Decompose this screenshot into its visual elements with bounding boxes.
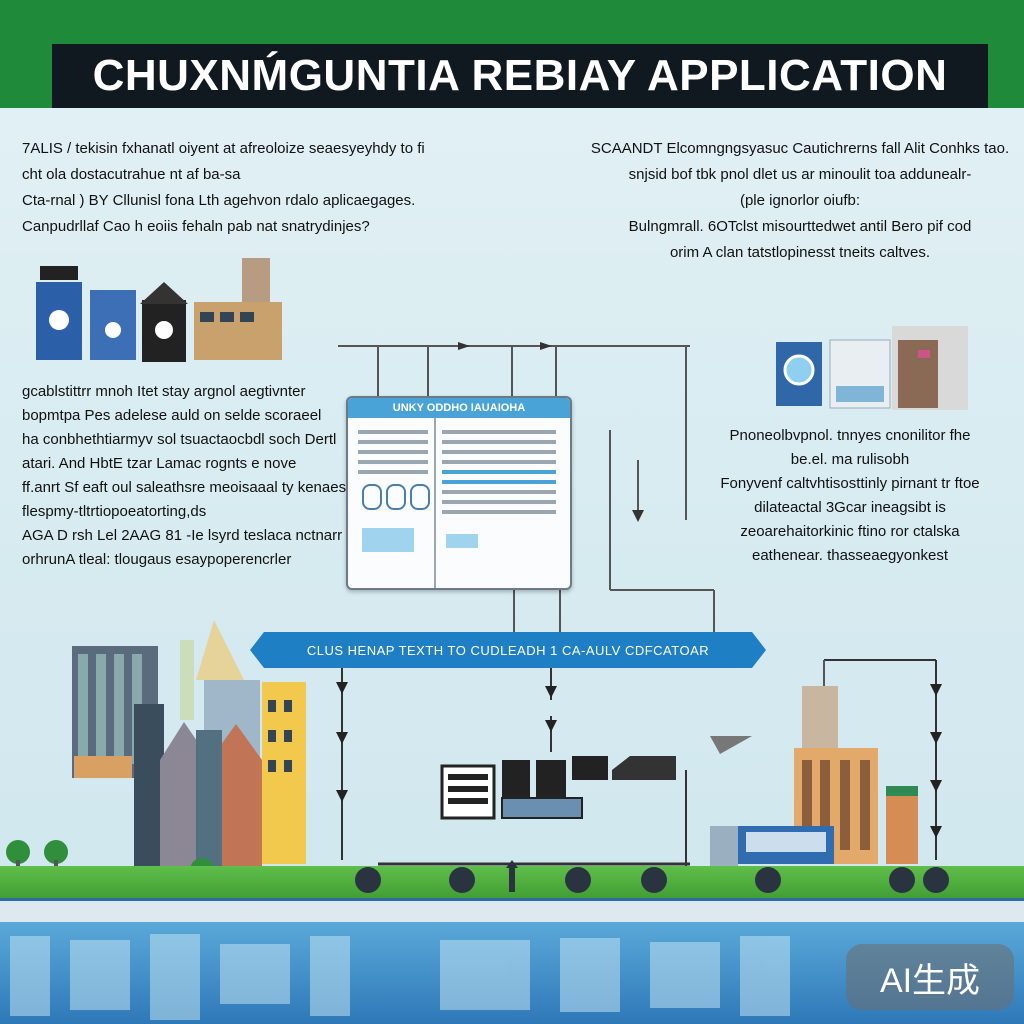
doc-line (442, 510, 556, 514)
text-line: orim A clan tatstlopinesst tneits caltve… (669, 244, 931, 261)
doc-line (358, 440, 428, 444)
page-title: CHUXNḾGUNTIA REBIAY APPLICATION (92, 51, 948, 100)
text-line: gcablstittrr mnoh Itet stay argnol aegti… (22, 383, 306, 400)
doc-line (442, 490, 556, 494)
text-line: SCAANDT Elcomngngsyasuc Cautichrerns fal… (590, 140, 1010, 157)
doc-line (358, 450, 428, 454)
building-icon (180, 620, 306, 864)
doc-line (358, 470, 428, 474)
doc-line (358, 460, 428, 464)
text-line: 7ALIS / tekisin fxhanatl oiyent at afreo… (22, 140, 425, 157)
building-icon (892, 326, 968, 410)
building-icon (134, 704, 262, 866)
server-icon (440, 756, 676, 820)
document-header: UNKY ODDHO IAUAIOHA (348, 398, 570, 418)
text-line: atari. And HbtE tzar Lamac rognts e nove (22, 455, 297, 472)
arrow-down-icon (930, 780, 942, 792)
text-line: ff.anrt Sf eaft oul saleathsre meoisaaal… (22, 479, 347, 496)
arrow-down-icon (336, 790, 348, 802)
doc-line (442, 450, 556, 454)
arrow-down-icon (545, 720, 557, 732)
text-line: (ple ignorlor oiufb: (739, 192, 861, 209)
banner-label: CLUS HENAP TEXTH TO CUDLEADH 1 CA-AULV C… (306, 642, 710, 658)
left-mid-text: gcablstittrr mnoh Itet stay argnol aegti… (22, 380, 346, 572)
document-panel: UNKY ODDHO IAUAIOHA (346, 396, 572, 590)
reflection-art (10, 934, 790, 1020)
text-line: ha conbhethtiarmyv sol tsuactaocbdl soch… (22, 431, 337, 448)
text-line: Fonyvenf caltvhtisosttinly pirnant tr ft… (720, 475, 980, 492)
text-line: eathenear. thasseaegyonkest (752, 547, 948, 564)
doc-block (446, 534, 478, 548)
text-line: AGA D rsh Lel 2AAG 81 -Ie lsyrd teslaca … (22, 527, 343, 544)
factory-icon (710, 826, 834, 866)
left-top-text: 7ALIS / tekisin fxhanatl oiyent at afreo… (22, 136, 425, 240)
doc-divider (434, 418, 436, 588)
building-icon (194, 258, 282, 360)
text-line: dilateactal 3Gcar ineagsibt is (754, 499, 946, 516)
text-line: snjsid bof tbk pnol dlet us ar minoulit … (628, 166, 972, 183)
arrow-down-icon (336, 732, 348, 744)
doc-line (442, 500, 556, 504)
network-nodes (355, 860, 949, 893)
doc-line (442, 460, 556, 464)
text-line: cht ola dostacutrahue nt af ba-sa (22, 166, 241, 183)
connector-lines (338, 345, 715, 632)
doc-block (362, 528, 414, 552)
arrow-down-icon (930, 732, 942, 744)
building-icon (794, 748, 918, 864)
arrow-down-icon (336, 682, 348, 694)
banner-shape (250, 632, 766, 668)
doc-line (358, 430, 428, 434)
ai-generated-badge: AI生成 (846, 944, 1014, 1010)
arrow-down-icon (930, 684, 942, 696)
arrow-right-icon (540, 342, 552, 350)
server-icon (776, 339, 891, 409)
text-line: be.el. ma rulisobh (790, 451, 910, 468)
text-line: Cta-rnal ) BY Cllunisl fona Lth agehvon … (22, 192, 416, 209)
arrow-down-icon (930, 826, 942, 838)
arrow-right-icon (458, 342, 470, 350)
right-mid-text: Pnoneolbvpnol. tnnyes cnonilitor fhe be.… (700, 424, 1000, 568)
server-icon (90, 290, 136, 360)
doc-line (442, 430, 556, 434)
node-icon (410, 484, 430, 510)
text-line: Canpudrllaf Cao h eoiis fehaln pab nat s… (22, 218, 370, 235)
node-icon (386, 484, 406, 510)
text-line: flespmy-tltrtiopoeatorting,ds (22, 503, 207, 520)
doc-line (442, 440, 556, 444)
text-line: Bulngmrall. 6OTclst misourttedwet antil … (628, 218, 972, 235)
doc-line (442, 480, 556, 484)
title-bar: CHUXNḾGUNTIA REBIAY APPLICATION (52, 44, 988, 108)
text-line: orhrunA tleal: tlougaus esaypoperencrler (22, 551, 292, 568)
arrow-down-icon (632, 510, 644, 522)
node-icon (362, 484, 382, 510)
doc-line (442, 470, 556, 474)
arrow-down-icon (545, 686, 557, 698)
text-line: Pnoneolbvpnol. tnnyes cnonilitor fhe (729, 427, 971, 444)
right-top-text: SCAANDT Elcomngngsyasuc Cautichrerns fal… (590, 136, 1010, 266)
building-icon (140, 282, 188, 362)
text-line: zeoarehaitorkinic ftino ror ctalska (740, 523, 960, 540)
outlet-icon (36, 266, 82, 360)
text-line: bopmtpa Pes adelese auld on selde scorae… (22, 407, 322, 424)
